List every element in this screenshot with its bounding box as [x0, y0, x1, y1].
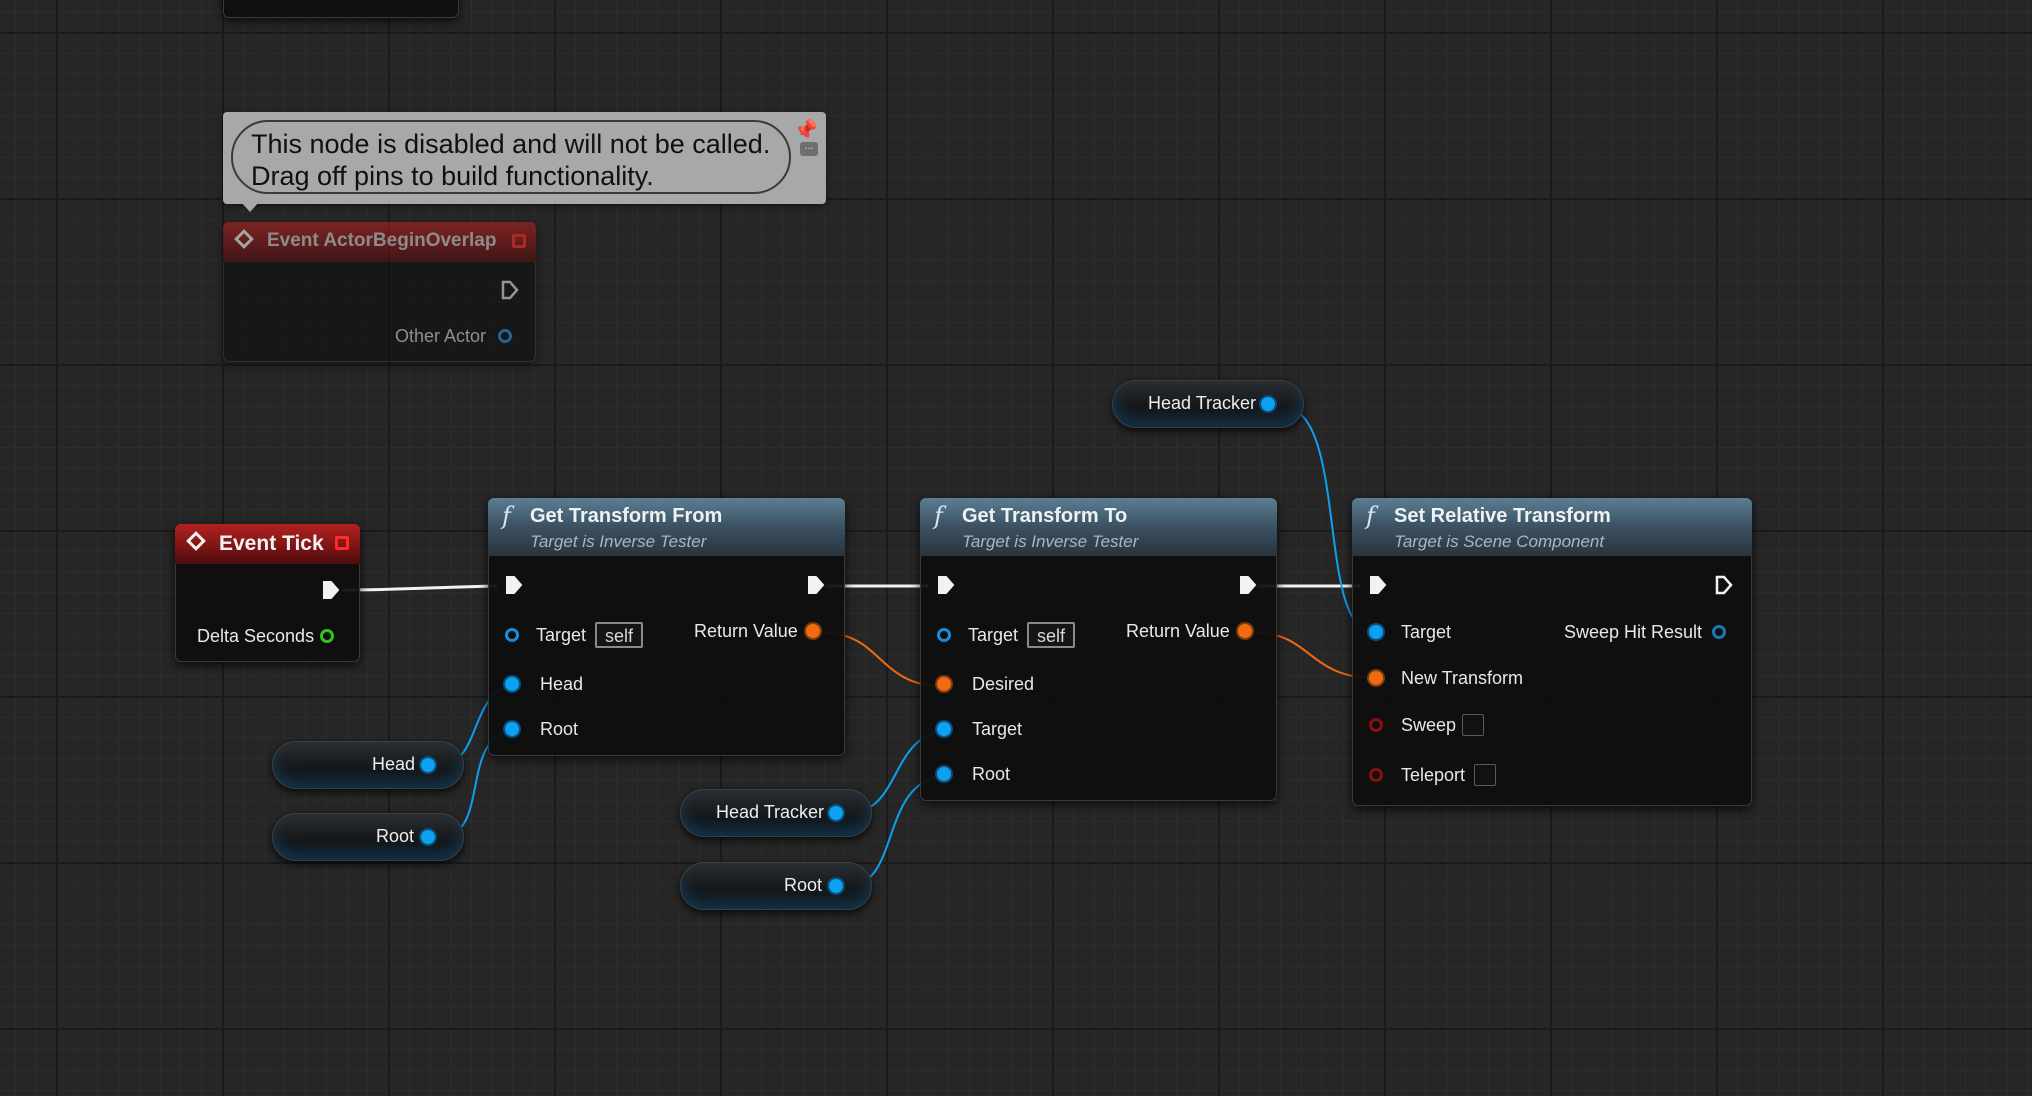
event-actor-begin-overlap-node[interactable]: Event ActorBeginOverlap Other Actor [223, 222, 536, 362]
event-icon [186, 531, 206, 551]
pin-label-return-value: Return Value [694, 621, 798, 641]
pin-label-target: Target [536, 625, 587, 645]
pin-label-sweep-hit-result: Sweep Hit Result [1563, 622, 1702, 642]
node-header: f Set Relative Transform Target is Scene… [1352, 498, 1752, 556]
pin-head[interactable] [505, 677, 519, 691]
event-icon [234, 229, 254, 249]
variable-label: Root [784, 875, 823, 895]
comment-line-2: Drag off pins to build functionality. [251, 161, 654, 191]
variable-output-pin[interactable] [1261, 397, 1275, 411]
pin-root[interactable] [937, 767, 951, 781]
variable-label: Head Tracker [716, 802, 825, 822]
exec-in-pin[interactable] [937, 575, 955, 595]
node-header: Event ActorBeginOverlap [223, 222, 536, 262]
node-title: Get Transform From [530, 505, 723, 527]
variable-output-pin[interactable] [421, 830, 435, 844]
pin-target[interactable] [1369, 625, 1383, 639]
variable-output-pin[interactable] [829, 806, 843, 820]
pin-icon[interactable]: 📌 [793, 120, 818, 142]
sweep-checkbox[interactable] [1462, 714, 1484, 736]
pin-root[interactable] [505, 722, 519, 736]
pin-label-head: Head [540, 674, 584, 694]
exec-in-pin[interactable] [505, 575, 523, 595]
node-header: f Get Transform From Target is Inverse T… [488, 498, 845, 556]
node-title: Get Transform To [962, 505, 1128, 527]
function-icon: f [1366, 502, 1375, 530]
pin-target[interactable] [505, 628, 519, 642]
function-icon: f [934, 502, 943, 530]
pin-sweep[interactable] [1369, 718, 1383, 732]
target-self-field[interactable]: self [1027, 622, 1076, 648]
pin-target-component[interactable] [937, 722, 951, 736]
pin-delta-seconds[interactable] [320, 629, 334, 643]
pin-label-target: Target [1401, 622, 1452, 642]
exec-pin-icon[interactable] [322, 580, 340, 600]
expand-icon[interactable]: ... [800, 141, 818, 156]
pin-label-target-component: Target [972, 719, 1023, 739]
exec-out-pin[interactable] [807, 575, 825, 595]
pin-label-root: Root [540, 719, 579, 739]
exec-out-pin[interactable] [1715, 575, 1733, 595]
exec-pin-icon[interactable] [501, 280, 519, 300]
pin-desired[interactable] [937, 677, 951, 691]
disabled-node-comment: This node is disabled and will not be ca… [223, 112, 826, 212]
variable-root-mid[interactable]: Root [680, 862, 872, 910]
get-transform-from-node[interactable]: f Get Transform From Target is Inverse T… [488, 498, 845, 756]
node-title: Set Relative Transform [1394, 505, 1611, 527]
node-header: f Get Transform To Target is Inverse Tes… [920, 498, 1277, 556]
comment-text: This node is disabled and will not be ca… [231, 120, 791, 194]
pin-new-transform[interactable] [1369, 671, 1383, 685]
variable-head-tracker-top[interactable]: Head Tracker [1112, 380, 1304, 428]
pin-teleport[interactable] [1369, 768, 1383, 782]
pin-label-sweep: Sweep [1401, 715, 1457, 735]
exec-out-pin[interactable] [1239, 575, 1257, 595]
close-icon[interactable] [335, 536, 349, 550]
variable-output-pin[interactable] [421, 758, 435, 772]
pin-target[interactable] [937, 628, 951, 642]
node-header: Event Tick [175, 524, 360, 564]
pin-label-target: Target [968, 625, 1019, 645]
variable-head[interactable]: Head [272, 741, 464, 789]
pin-label-new-transform: New Transform [1401, 668, 1524, 688]
variable-label: Head [372, 754, 416, 774]
event-tick-node[interactable]: Event Tick Delta Seconds [175, 524, 360, 662]
pin-return-value[interactable] [1238, 624, 1252, 638]
exec-in-pin[interactable] [1369, 575, 1387, 595]
variable-label: Head Tracker [1148, 393, 1257, 413]
pin-label-desired: Desired [972, 674, 1035, 694]
comment-line-1: This node is disabled and will not be ca… [251, 129, 771, 159]
variable-label: Root [376, 826, 415, 846]
function-icon: f [502, 502, 511, 530]
pin-return-value[interactable] [806, 624, 820, 638]
set-relative-transform-node[interactable]: f Set Relative Transform Target is Scene… [1352, 498, 1752, 806]
target-self-field[interactable]: self [595, 622, 644, 648]
comment-tail [241, 202, 259, 212]
pin-other-actor[interactable] [498, 329, 512, 343]
node-subtitle: Target is Inverse Tester [530, 532, 707, 551]
node-title: Event Tick [219, 532, 324, 555]
pin-label-teleport: Teleport [1401, 765, 1466, 785]
pin-label-delta-seconds: Delta Seconds [197, 626, 315, 646]
pin-label-root: Root [972, 764, 1011, 784]
close-icon[interactable] [512, 234, 526, 248]
node-title: Event ActorBeginOverlap [267, 230, 497, 251]
node-subtitle: Target is Inverse Tester [962, 532, 1139, 551]
exec-wire [341, 584, 498, 592]
pin-label-return-value: Return Value [1126, 621, 1230, 641]
teleport-checkbox[interactable] [1474, 764, 1496, 786]
offscreen-node[interactable] [223, 0, 459, 18]
get-transform-to-node[interactable]: f Get Transform To Target is Inverse Tes… [920, 498, 1277, 801]
pin-sweep-hit-result[interactable] [1712, 625, 1726, 639]
variable-head-tracker-mid[interactable]: Head Tracker [680, 789, 872, 837]
pin-label-other-actor: Other Actor [394, 326, 486, 346]
variable-root-left[interactable]: Root [272, 813, 464, 861]
variable-output-pin[interactable] [829, 879, 843, 893]
node-subtitle: Target is Scene Component [1394, 532, 1605, 551]
